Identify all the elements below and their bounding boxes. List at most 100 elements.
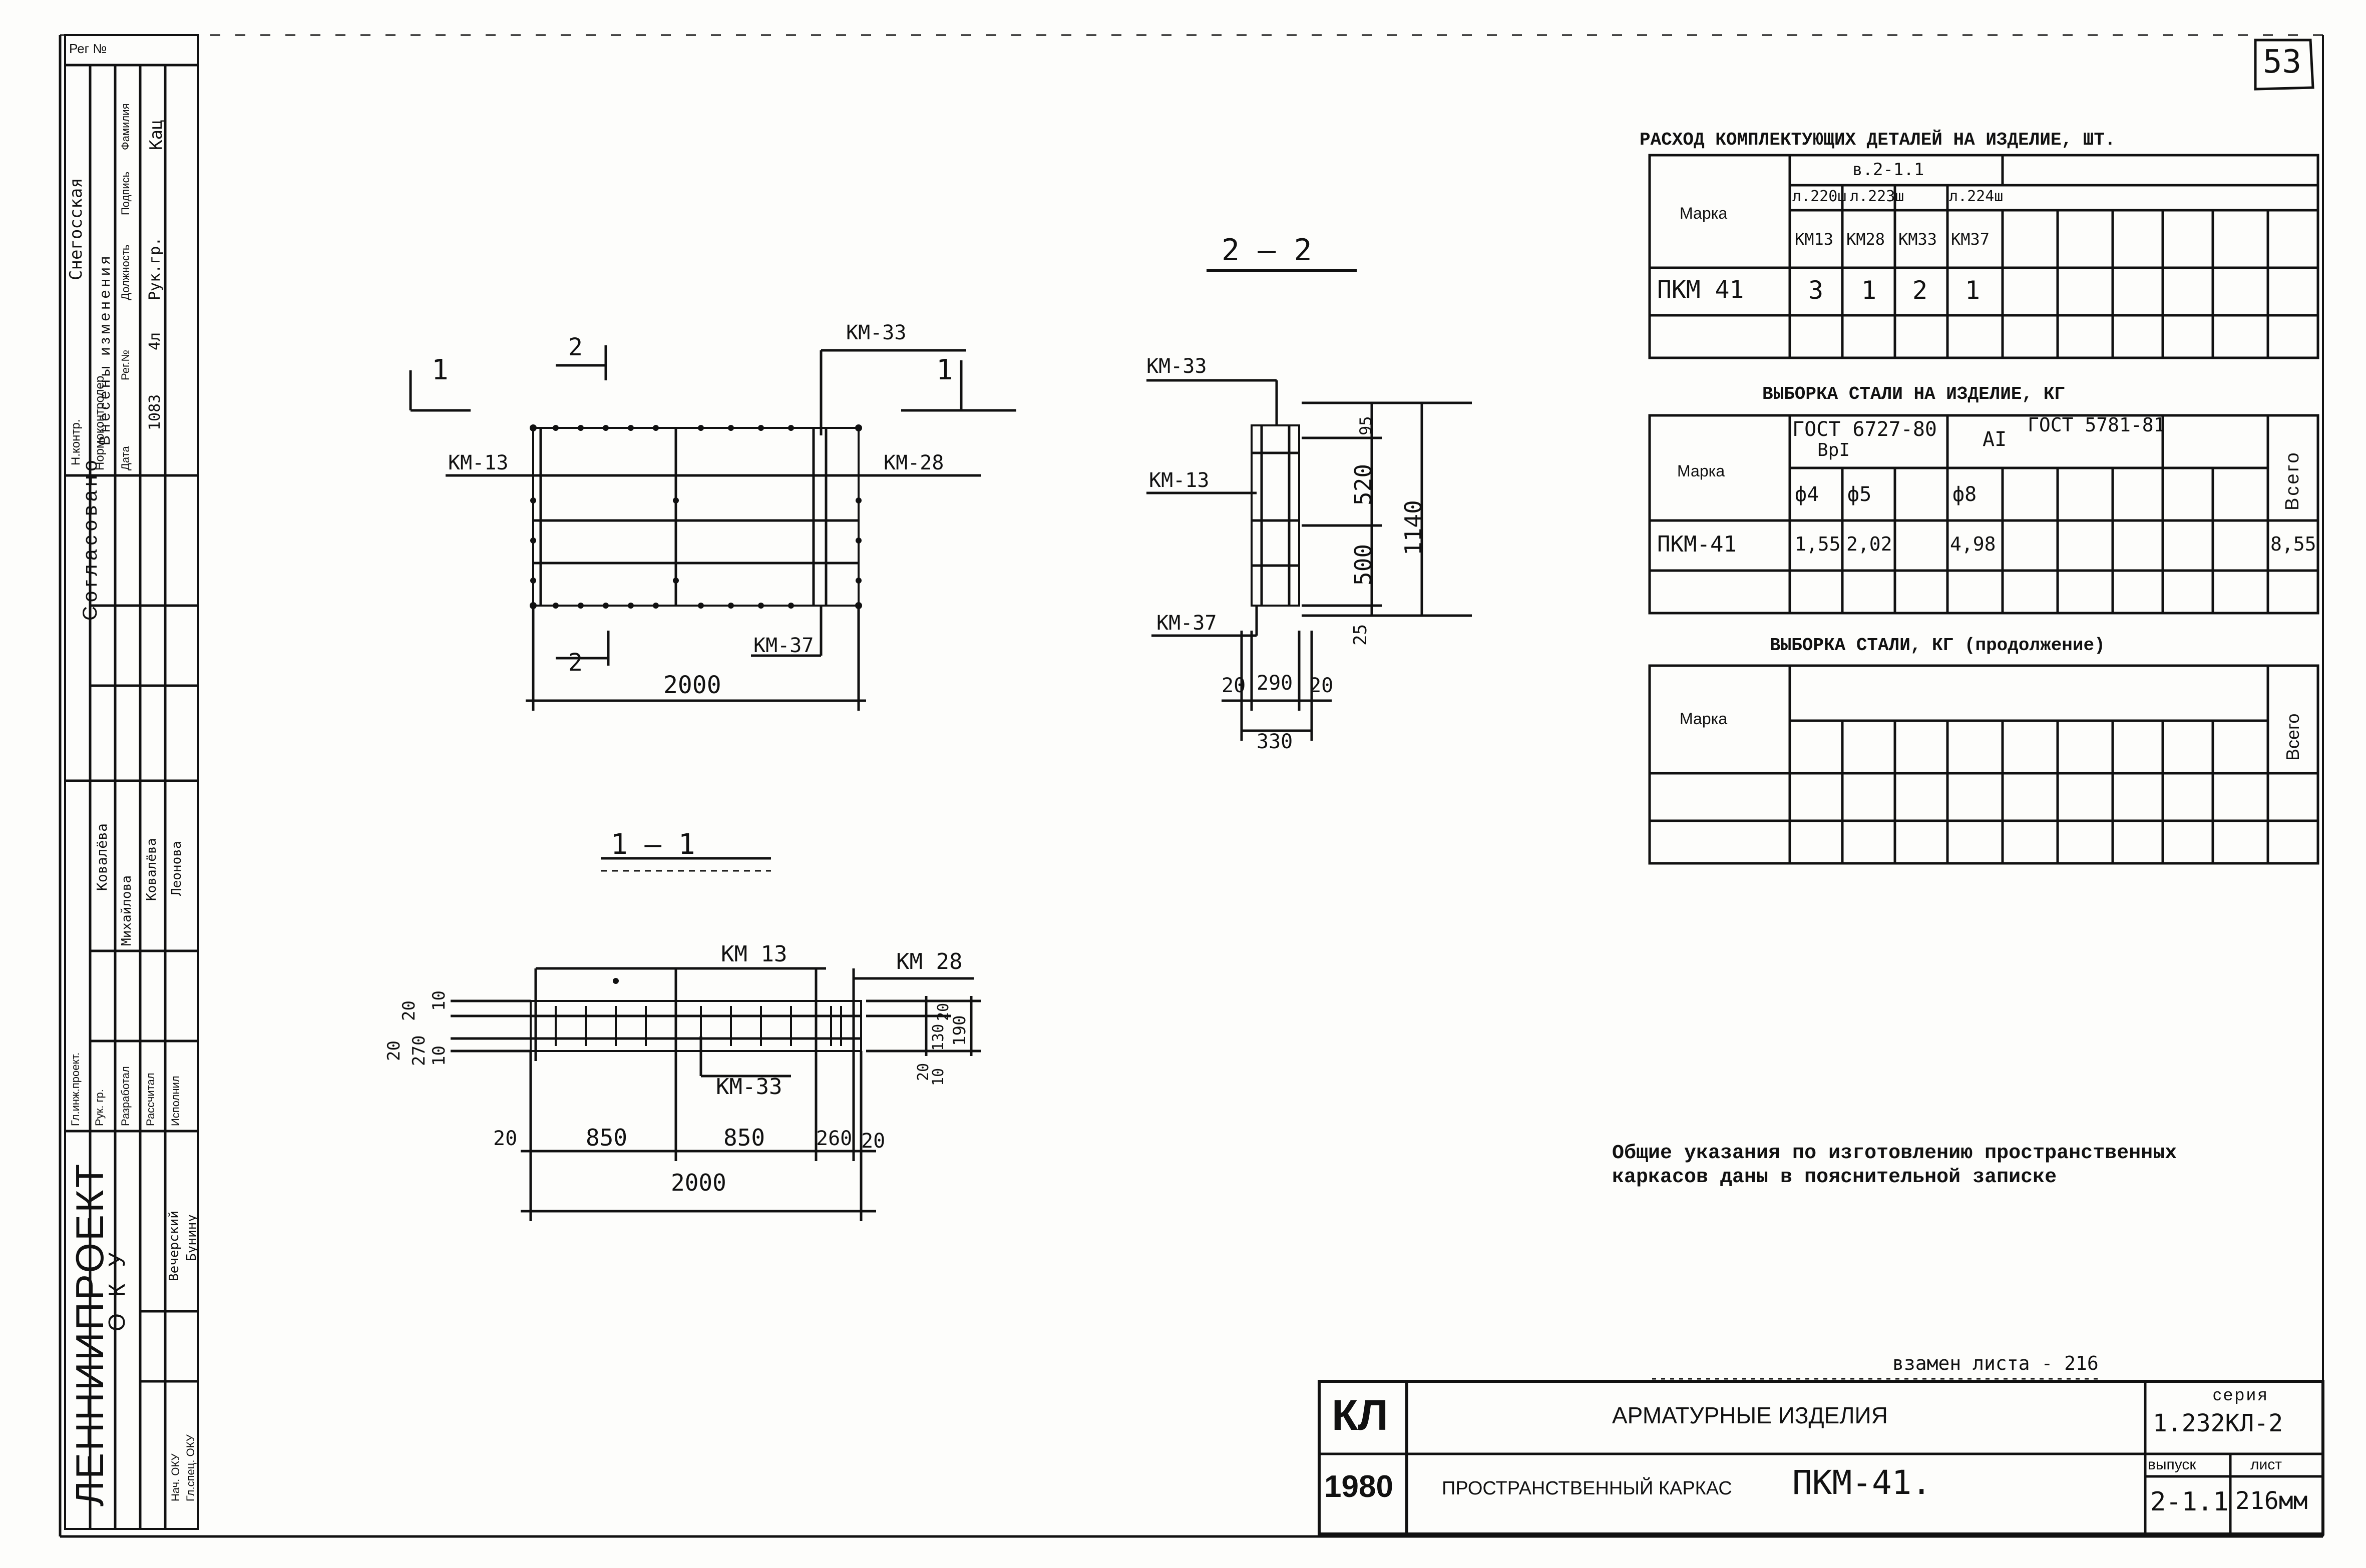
- label-km33: КМ-33: [846, 321, 907, 344]
- dim-95: 95: [1356, 416, 1375, 435]
- stamp-row-label: Нормоконтролер: [93, 375, 107, 470]
- table1-col: КМ37: [1951, 230, 1990, 249]
- dim-right: 130: [930, 1023, 947, 1051]
- table2-total-header: Всего: [2282, 450, 2303, 510]
- section-1-1-title: 1 — 1: [611, 828, 695, 861]
- label-km13: КМ-13: [448, 451, 509, 474]
- title-issue-label: выпуск: [2148, 1456, 2196, 1473]
- dim-right: 20: [935, 1002, 952, 1021]
- dim-260: 260: [816, 1127, 853, 1150]
- dim-520: 520: [1350, 463, 1377, 505]
- dim-right: 20: [915, 1063, 932, 1081]
- table1-sheet: л.224ш: [1949, 188, 2004, 205]
- title-series-label: серия: [2213, 1385, 2269, 1404]
- dim-left: 10: [429, 1046, 449, 1066]
- table1-cell: 1: [1965, 276, 1981, 305]
- dim-20: 20: [493, 1127, 518, 1150]
- stamp-row-label: Рег.№: [119, 350, 132, 380]
- section-2-2-title: 2 — 2: [1222, 233, 1312, 268]
- title-mark: ПКМ-41.: [1792, 1463, 1932, 1502]
- dim-2000: 2000: [671, 1169, 726, 1196]
- title-name: АРМАТУРНЫЕ ИЗДЕЛИЯ: [1612, 1402, 1888, 1428]
- dim-right: 10: [930, 1068, 947, 1086]
- stamp-org: ЛЕННИИПРОЕКТ: [68, 1162, 112, 1506]
- table1-cell: 3: [1808, 276, 1824, 305]
- dim-1140: 1140: [1400, 500, 1427, 556]
- stamp-role: Гл.инж.проект.: [69, 1052, 82, 1126]
- table3-total-header: Всего: [2282, 713, 2303, 761]
- table2-cell: 2,02: [1846, 533, 1892, 555]
- stamp-row-value: Снегосская: [66, 178, 86, 280]
- table2-cell: 1,55: [1795, 533, 1841, 555]
- stamp-name: Бунину: [184, 1214, 199, 1261]
- table1-col: КМ33: [1898, 230, 1937, 249]
- dim-left: 270: [409, 1035, 429, 1066]
- dim-20: 20: [1222, 674, 1246, 697]
- stamp-name: Леонова: [169, 841, 184, 896]
- stamp-row-value: Кац: [146, 119, 166, 150]
- table1-row-mark: ПКМ 41: [1657, 276, 1744, 304]
- label-km37: КМ-37: [1156, 612, 1217, 635]
- dim-left: 20: [384, 1040, 404, 1061]
- table2-gost1: ГОСТ 6727-80: [1792, 418, 1937, 441]
- dim-850: 850: [586, 1124, 628, 1151]
- dim-20: 20: [1309, 674, 1334, 697]
- stamp-role: Нач. ОКУ: [169, 1453, 182, 1501]
- title-series: 1.232КЛ-2: [2153, 1409, 2283, 1437]
- dim-right: 190: [950, 1015, 970, 1046]
- dim-850: 850: [723, 1124, 765, 1151]
- table1-sheet: л.220ш: [1792, 188, 1847, 205]
- dim-20: 20: [861, 1130, 886, 1153]
- stamp-role: Рук. гр.: [93, 1089, 106, 1126]
- table1-title: РАСХОД КОМПЛЕКТУЮЩИХ ДЕТАЛЕЙ НА ИЗДЕЛИЕ,…: [1640, 130, 2116, 150]
- table2-cell: 4,98: [1950, 533, 1996, 555]
- title-year: 1980: [1324, 1469, 1393, 1504]
- stamp-name: Ковалёва: [144, 838, 159, 901]
- label-km33: КМ-33: [1146, 355, 1207, 378]
- table2-row-mark: ПКМ-41: [1657, 532, 1737, 557]
- label-km13: КМ-13: [1149, 469, 1210, 492]
- note-line: Общие указания по изготовлению пространс…: [1612, 1142, 2177, 1165]
- stamp-dept: О К У: [104, 1247, 130, 1331]
- table1-col: КМ13: [1795, 230, 1834, 249]
- stamp-row-label: Фамилия: [119, 103, 132, 150]
- stamp-role: Гл.спец. ОКУ: [184, 1434, 197, 1501]
- stamp-name: Ковалёва: [94, 823, 110, 891]
- stamp-row-label: Подпись: [119, 171, 132, 215]
- stamp-row-label: Должность: [119, 244, 132, 300]
- table2-title: ВЫБОРКА СТАЛИ НА ИЗДЕЛИЕ, КГ: [1762, 384, 2065, 404]
- stamp-row-value: Рук.гр.: [146, 237, 164, 300]
- note-line: каркасов даны в пояснительной записке: [1612, 1166, 2057, 1189]
- stamp-agreed: Согласовано: [79, 456, 101, 621]
- stamp-row-value: 1083: [146, 394, 164, 430]
- table1-group: в.2-1.1: [1852, 160, 1924, 180]
- table1-mark-header: Марка: [1680, 204, 1728, 222]
- table1-cell: 1: [1861, 276, 1877, 305]
- label-km28: КМ-28: [884, 451, 944, 474]
- table2-mark-header: Марка: [1677, 462, 1725, 480]
- stamp-name: Михайлова: [119, 875, 134, 946]
- label-km33: КМ-33: [716, 1074, 782, 1100]
- table2-total: 8,55: [2270, 533, 2316, 555]
- stamp-name: Вечерский: [167, 1211, 182, 1281]
- label-km13: КМ 13: [721, 941, 787, 967]
- table2-class1: ВрI: [1817, 440, 1850, 460]
- title-subtitle: ПРОСТРАНСТВЕННЫЙ КАРКАС: [1442, 1478, 1732, 1499]
- title-sheet: 216мм: [2235, 1487, 2308, 1515]
- cut-2-top: 2: [568, 333, 583, 361]
- stamp-reg-no: Рег №: [69, 41, 107, 56]
- title-issue: 2-1.1: [2150, 1487, 2229, 1517]
- title-sheet-label: лист: [2250, 1456, 2282, 1473]
- label-km37: КМ-37: [753, 634, 814, 657]
- stamp-row-label: Н.контр.: [69, 419, 83, 465]
- table2-col: ф4: [1795, 483, 1819, 506]
- stamp-role: Разработал: [119, 1066, 132, 1126]
- cut-1-right: 1: [936, 354, 953, 386]
- table2-class2: AI: [1983, 428, 2007, 451]
- table1-col: КМ28: [1846, 230, 1885, 249]
- table2-col: ф5: [1847, 483, 1872, 506]
- dim-500: 500: [1350, 544, 1377, 586]
- stamp-row-label: Дата: [119, 446, 132, 470]
